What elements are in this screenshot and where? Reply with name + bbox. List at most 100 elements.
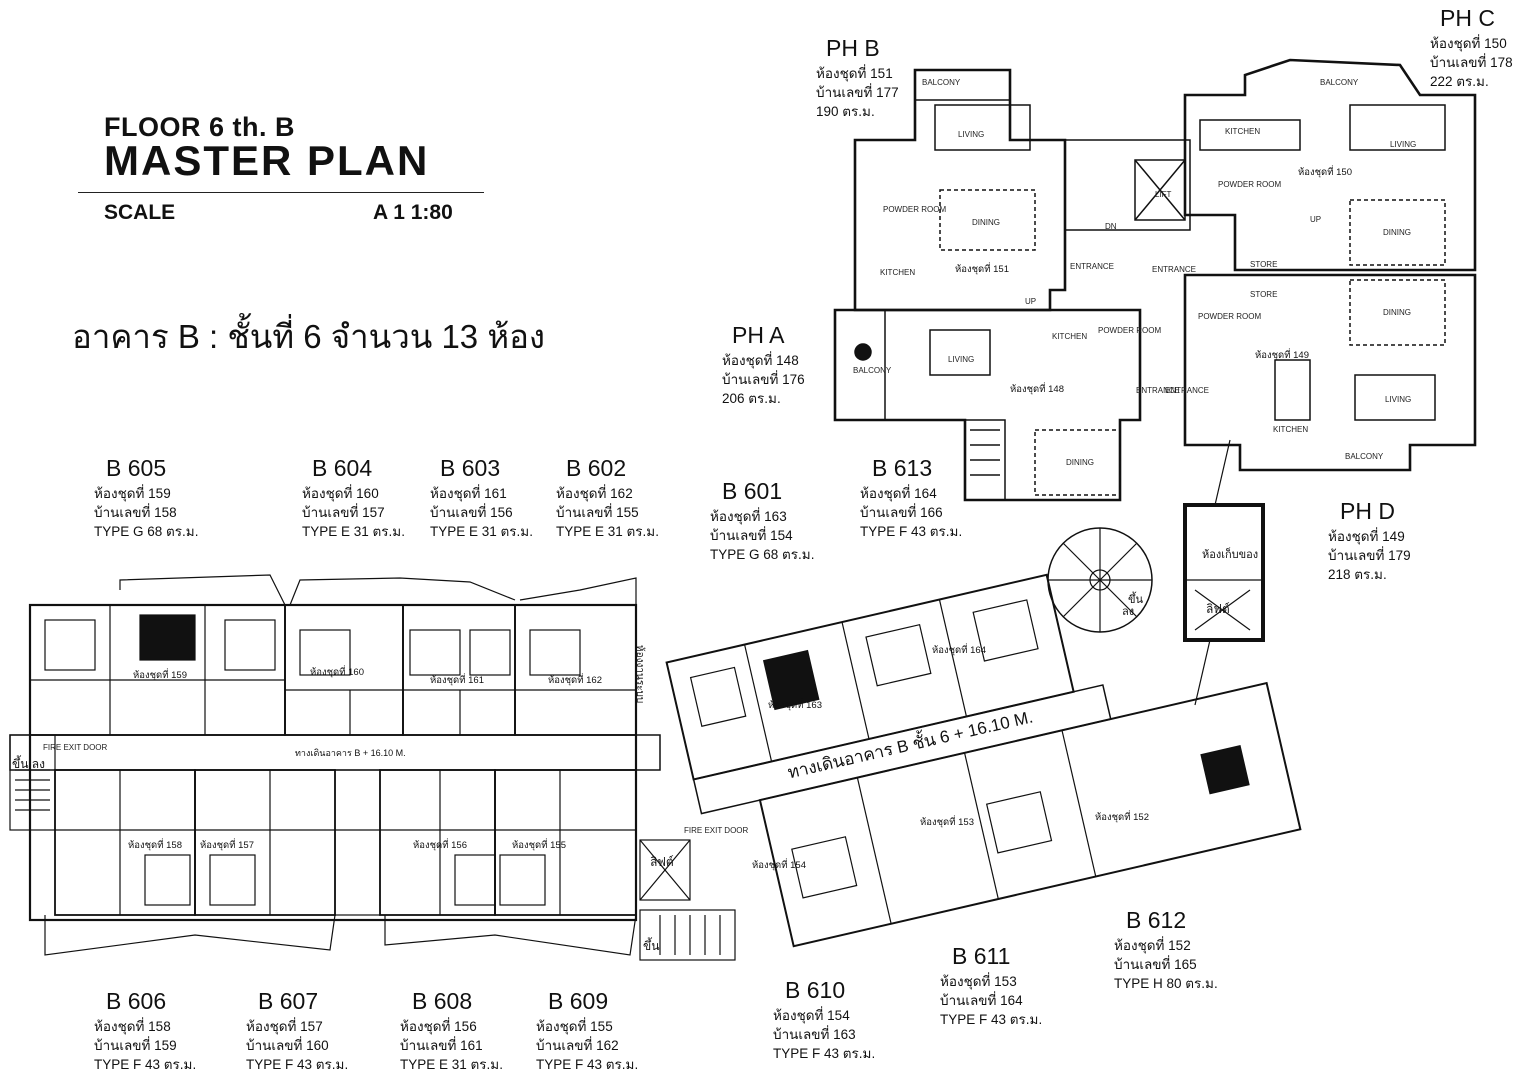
title-divider (78, 192, 484, 193)
unit-label-b613: B 613 ห้องชุดที่ 164 บ้านเลขที่ 166 TYPE… (860, 455, 962, 540)
living-label-pha: LIVING (948, 355, 975, 364)
room-tag-148: ห้องชุดที่ 148 (1010, 384, 1064, 395)
title-block: FLOOR 6 th. B MASTER PLAN (104, 112, 429, 185)
unit-label-phc: PH C ห้องชุดที่ 150 บ้านเลขที่ 178 222 ต… (1430, 5, 1525, 90)
unit-b603-outline (402, 604, 516, 736)
fire-exit-label-east: FIRE EXIT DOOR (684, 826, 749, 835)
kitchen-label-pha: KITCHEN (1052, 332, 1088, 341)
unit-label-b610: B 610 ห้องชุดที่ 154 บ้านเลขที่ 163 TYPE… (773, 977, 875, 1062)
entrance-label-phc: ENTRANCE (1152, 265, 1197, 274)
kitchen-label-phc: KITCHEN (1225, 127, 1261, 136)
unit-label-b601: B 601 ห้องชุดที่ 163 บ้านเลขที่ 154 TYPE… (710, 478, 814, 563)
store-label-phc: STORE (1250, 260, 1278, 269)
unit-name: PH B (826, 35, 880, 61)
balcony-label-phd: BALCONY (1345, 452, 1384, 461)
unit-info: TYPE E 31 ตร.ม. (556, 523, 659, 539)
unit-name: B 601 (722, 478, 783, 504)
dining-label-phb: DINING (972, 218, 1000, 227)
unit-name: B 613 (872, 455, 933, 481)
unit-info: TYPE F 43 ตร.ม. (246, 1056, 349, 1072)
unit-name: B 612 (1126, 907, 1187, 933)
living-label-phd: LIVING (1385, 395, 1412, 404)
fire-exit-label: FIRE EXIT DOOR (43, 743, 108, 752)
powder-room-label-phc: POWDER ROOM (1218, 180, 1282, 189)
stair-up-label-phb: UP (1025, 297, 1037, 306)
unit-name: B 606 (106, 988, 167, 1014)
unit-suite: ห้องชุดที่ 156 (400, 1018, 477, 1034)
building-summary: อาคาร B : ชั้นที่ 6 จำนวน 13 ห้อง (72, 318, 546, 355)
penthouse-block (833, 58, 1477, 502)
room-tag-160: ห้องชุดที่ 160 (310, 667, 364, 678)
unit-suite: ห้องชุดที่ 160 (302, 485, 379, 501)
unit-label-b607: B 607 ห้องชุดที่ 157 บ้านเลขที่ 160 TYPE… (246, 988, 348, 1073)
unit-label-b612: B 612 ห้องชุดที่ 152 บ้านเลขที่ 165 TYPE… (1114, 907, 1218, 992)
room-tag-162: ห้องชุดที่ 162 (548, 675, 602, 686)
unit-suite: ห้องชุดที่ 148 (722, 352, 799, 368)
room-tag-149: ห้องชุดที่ 149 (1255, 350, 1309, 361)
west-corridor-label: ทางเดินอาคาร B + 16.10 M. (295, 748, 406, 758)
unit-name: B 602 (566, 455, 627, 481)
powder-room-label-pha: POWDER ROOM (1098, 326, 1162, 335)
unit-suite: ห้องชุดที่ 159 (94, 485, 171, 501)
room-tag-163: ห้องชุดที่ 163 (768, 700, 822, 711)
scale-ratio: A 1 1:80 (373, 201, 453, 224)
unit-label-phb: PH B ห้องชุดที่ 151 บ้านเลขที่ 177 190 ต… (816, 35, 899, 120)
unit-label-b604: B 604 ห้องชุดที่ 160 บ้านเลขที่ 157 TYPE… (302, 455, 405, 540)
lift-label-east: ลิฟต์ (1206, 602, 1230, 616)
powder-room-label-phb: POWDER ROOM (883, 205, 947, 214)
unit-name: B 604 (312, 455, 373, 481)
unit-b602-outline (514, 604, 637, 736)
unit-house: บ้านเลขที่ 161 (400, 1037, 483, 1053)
unit-info: TYPE G 68 ตร.ม. (710, 546, 815, 562)
unit-house: บ้านเลขที่ 157 (302, 504, 385, 520)
room-tag-152: ห้องชุดที่ 152 (1095, 812, 1149, 823)
balcony-label-pha: BALCONY (853, 366, 892, 375)
unit-suite: ห้องชุดที่ 149 (1328, 528, 1405, 544)
dining-label-pha: DINING (1066, 458, 1094, 467)
unit-suite: ห้องชุดที่ 151 (816, 65, 893, 81)
room-tag-154: ห้องชุดที่ 154 (752, 860, 806, 871)
storage-label: ห้องเก็บของ (1202, 549, 1259, 561)
unit-suite: ห้องชุดที่ 155 (536, 1018, 613, 1034)
unit-house: บ้านเลขที่ 176 (722, 371, 805, 387)
kitchen-label-phd: KITCHEN (1273, 425, 1309, 434)
unit-name: B 609 (548, 988, 609, 1014)
unit-name: B 607 (258, 988, 319, 1014)
unit-house: บ้านเลขที่ 155 (556, 504, 639, 520)
unit-suite: ห้องชุดที่ 158 (94, 1018, 171, 1034)
balcony-label-phc: BALCONY (1320, 78, 1359, 87)
spiral-down-label: ลง (1122, 606, 1135, 618)
unit-info: TYPE H 80 ตร.ม. (1114, 975, 1218, 991)
kitchen-label-phb: KITCHEN (880, 268, 916, 277)
room-tag-156: ห้องชุดที่ 156 (413, 840, 467, 851)
unit-house: บ้านเลขที่ 162 (536, 1037, 619, 1053)
unit-name: B 610 (785, 977, 846, 1003)
spiral-up-label: ขึ้น (1128, 594, 1144, 606)
room-tag-151: ห้องชุดที่ 151 (955, 264, 1009, 275)
unit-info: TYPE F 43 ตร.ม. (773, 1045, 876, 1061)
unit-house: บ้านเลขที่ 154 (710, 527, 793, 543)
room-tag-158: ห้องชุดที่ 158 (128, 840, 182, 851)
unit-name: B 608 (412, 988, 473, 1014)
unit-house: บ้านเลขที่ 179 (1328, 547, 1411, 563)
unit-label-b609: B 609 ห้องชุดที่ 155 บ้านเลขที่ 162 TYPE… (536, 988, 638, 1073)
room-tag-157: ห้องชุดที่ 157 (200, 840, 254, 851)
unit-label-b602: B 602 ห้องชุดที่ 162 บ้านเลขที่ 155 TYPE… (556, 455, 659, 540)
floor-title: FLOOR 6 th. B (104, 112, 295, 142)
unit-info: TYPE E 31 ตร.ม. (400, 1056, 503, 1072)
unit-suite: ห้องชุดที่ 150 (1430, 35, 1507, 51)
unit-suite: ห้องชุดที่ 162 (556, 485, 633, 501)
stair-up-label-phc: UP (1310, 215, 1322, 224)
unit-label-pha: PH A ห้องชุดที่ 148 บ้านเลขที่ 176 206 ต… (722, 322, 805, 407)
unit-suite: ห้องชุดที่ 163 (710, 508, 787, 524)
lift-west (639, 839, 691, 901)
unit-house: บ้านเลขที่ 158 (94, 504, 177, 520)
room-tag-161: ห้องชุดที่ 161 (430, 675, 484, 686)
unit-house: บ้านเลขที่ 178 (1430, 54, 1513, 70)
store-label-phd: STORE (1250, 290, 1278, 299)
dining-label-phc: DINING (1383, 228, 1411, 237)
unit-name: PH C (1440, 5, 1495, 31)
unit-suite: ห้องชุดที่ 152 (1114, 937, 1191, 953)
unit-name: B 611 (952, 943, 1011, 969)
